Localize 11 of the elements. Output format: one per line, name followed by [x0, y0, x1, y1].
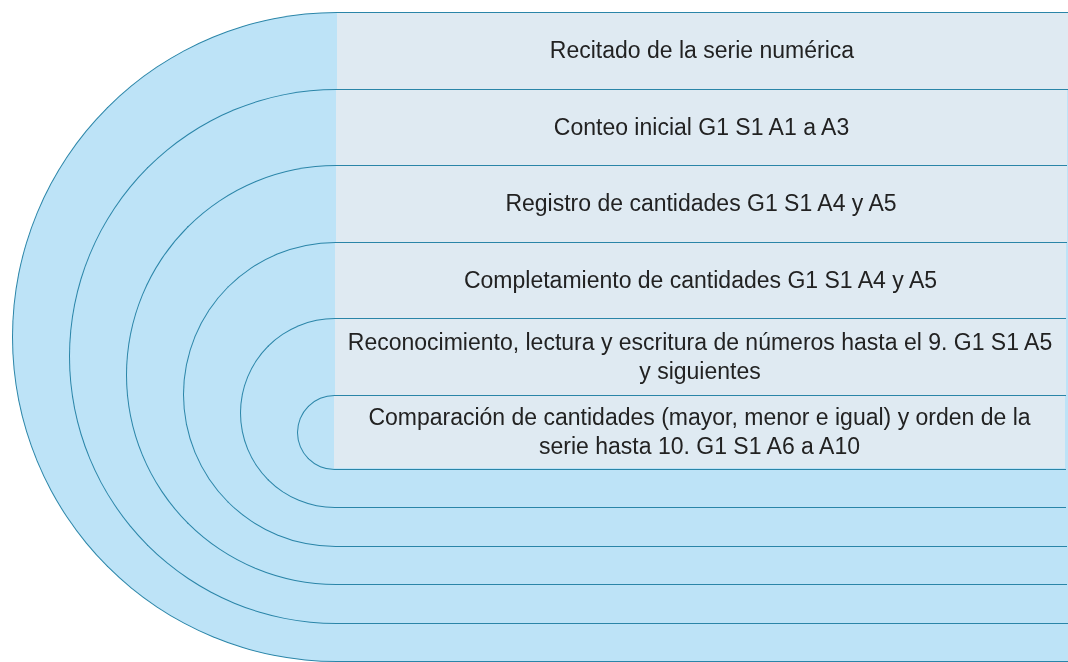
half-stadium-band	[183, 241, 1067, 547]
half-stadium-band	[12, 12, 1068, 662]
band-label: Conteo inicial G1 S1 A1 a A3	[553, 112, 850, 142]
band-label: Reconocimiento, lectura y escritura de números hasta el 9. G1 S1 A5 y siguientes	[346, 328, 1054, 386]
band-label: Comparación de cantidades (mayor, menor e igual) y orden de la serie hasta 10. G1 S1 A6 a A10	[367, 402, 1032, 461]
band-label: Recitado de la serie numérica	[549, 36, 855, 66]
half-stadium-band	[240, 318, 1066, 508]
band-label: Registro de cantidades G1 S1 A4 y A5	[505, 189, 897, 219]
band-label: Completamiento de cantidades G1 S1 A4 y A5	[463, 265, 938, 295]
half-stadium-band	[126, 165, 1067, 585]
half-stadium-band	[69, 88, 1068, 624]
